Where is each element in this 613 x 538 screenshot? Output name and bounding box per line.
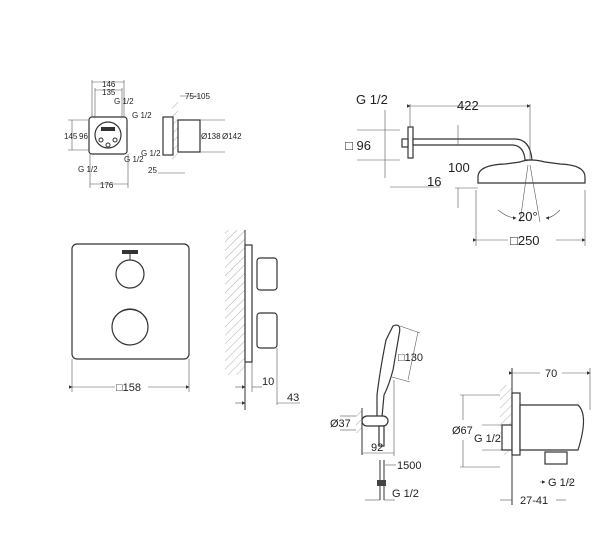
dim-flange-depth: 16 (427, 174, 441, 189)
flow-control-handle (115, 259, 145, 289)
dim-elbow-range: 27-41 (520, 495, 548, 507)
wall-hatch (225, 230, 245, 375)
elbow-body (519, 404, 585, 451)
dim-flange: □ 96 (345, 138, 371, 153)
dim-depth-range: 75-105 (185, 92, 210, 101)
shower-head (477, 159, 586, 184)
dim-hand-head: □130 (398, 352, 423, 364)
dim-height-outer: 145 (64, 132, 78, 141)
dim-width-outer: 146 (102, 80, 116, 89)
hand-shower-thread: G 1/2 (392, 488, 419, 500)
dim-arm-length: 422 (457, 98, 479, 113)
dim-head-size: □250 (510, 233, 540, 248)
dim-hose-length: 1500 (397, 460, 421, 472)
hand-shower-drawing: □130 Ø37 92 1500 G 1/2 (330, 324, 423, 501)
trim-plate (71, 243, 190, 360)
thread-bottom-left: G 1/2 (78, 165, 98, 174)
elbow-outlet-thread: G 1/2 (548, 477, 575, 489)
elbow-outlet (544, 451, 568, 465)
box-logo (101, 127, 115, 131)
box-side-outline (177, 119, 201, 153)
dim-plate: □158 (116, 382, 141, 394)
dim-holder-dia: Ø37 (330, 418, 351, 430)
wall-holder (361, 415, 389, 427)
hose-nut (377, 480, 386, 486)
thread-side: G 1/2 (141, 149, 161, 158)
box-front-circle (94, 121, 122, 149)
elbow-inlet-thread: G 1/2 (474, 433, 501, 445)
dim-holder-projection: 92 (371, 442, 383, 454)
wall-outlet-elbow-drawing: 70 Ø67 G 1/2 G 1/2 27-41 (452, 368, 591, 507)
flow-handle-side (256, 257, 278, 291)
brand-logo (122, 250, 138, 254)
thread-right: G 1/2 (132, 111, 152, 120)
dim-dia-outer: Ø142 (222, 132, 242, 141)
dim-projection: 43 (287, 392, 299, 404)
dim-tilt: 20° (518, 209, 538, 224)
dim-elbow-length: 70 (545, 368, 557, 380)
dim-elbow-dia: Ø67 (452, 425, 473, 437)
thread-bottom-right: G 1/2 (124, 155, 144, 164)
dim-height-inner: 96 (79, 132, 88, 141)
thermostat-trim-drawing: □158 10 43 (69, 230, 300, 410)
dim-bottom: 176 (100, 181, 114, 190)
rough-in-box-drawing: 146 135 G 1/2 G 1/2 145 96 G 1/2 G 1/2 1… (64, 80, 242, 190)
wall-flange (407, 126, 414, 159)
head-shower-drawing: 422 G 1/2 □ 96 100 16 20° □250 (345, 92, 586, 248)
thread-top: G 1/2 (114, 97, 134, 106)
dim-dia-inner: Ø138 (201, 132, 221, 141)
dim-width-inner: 135 (102, 88, 116, 97)
dim-drop: 100 (448, 160, 470, 175)
shower-arm (412, 138, 533, 161)
dim-plate-depth: 10 (262, 376, 274, 388)
head-thread: G 1/2 (356, 92, 388, 107)
box-side-wall-hatch (172, 100, 178, 160)
hand-shower-body (376, 324, 401, 418)
dim-offset: 25 (148, 166, 157, 175)
temp-handle-side (256, 312, 278, 349)
